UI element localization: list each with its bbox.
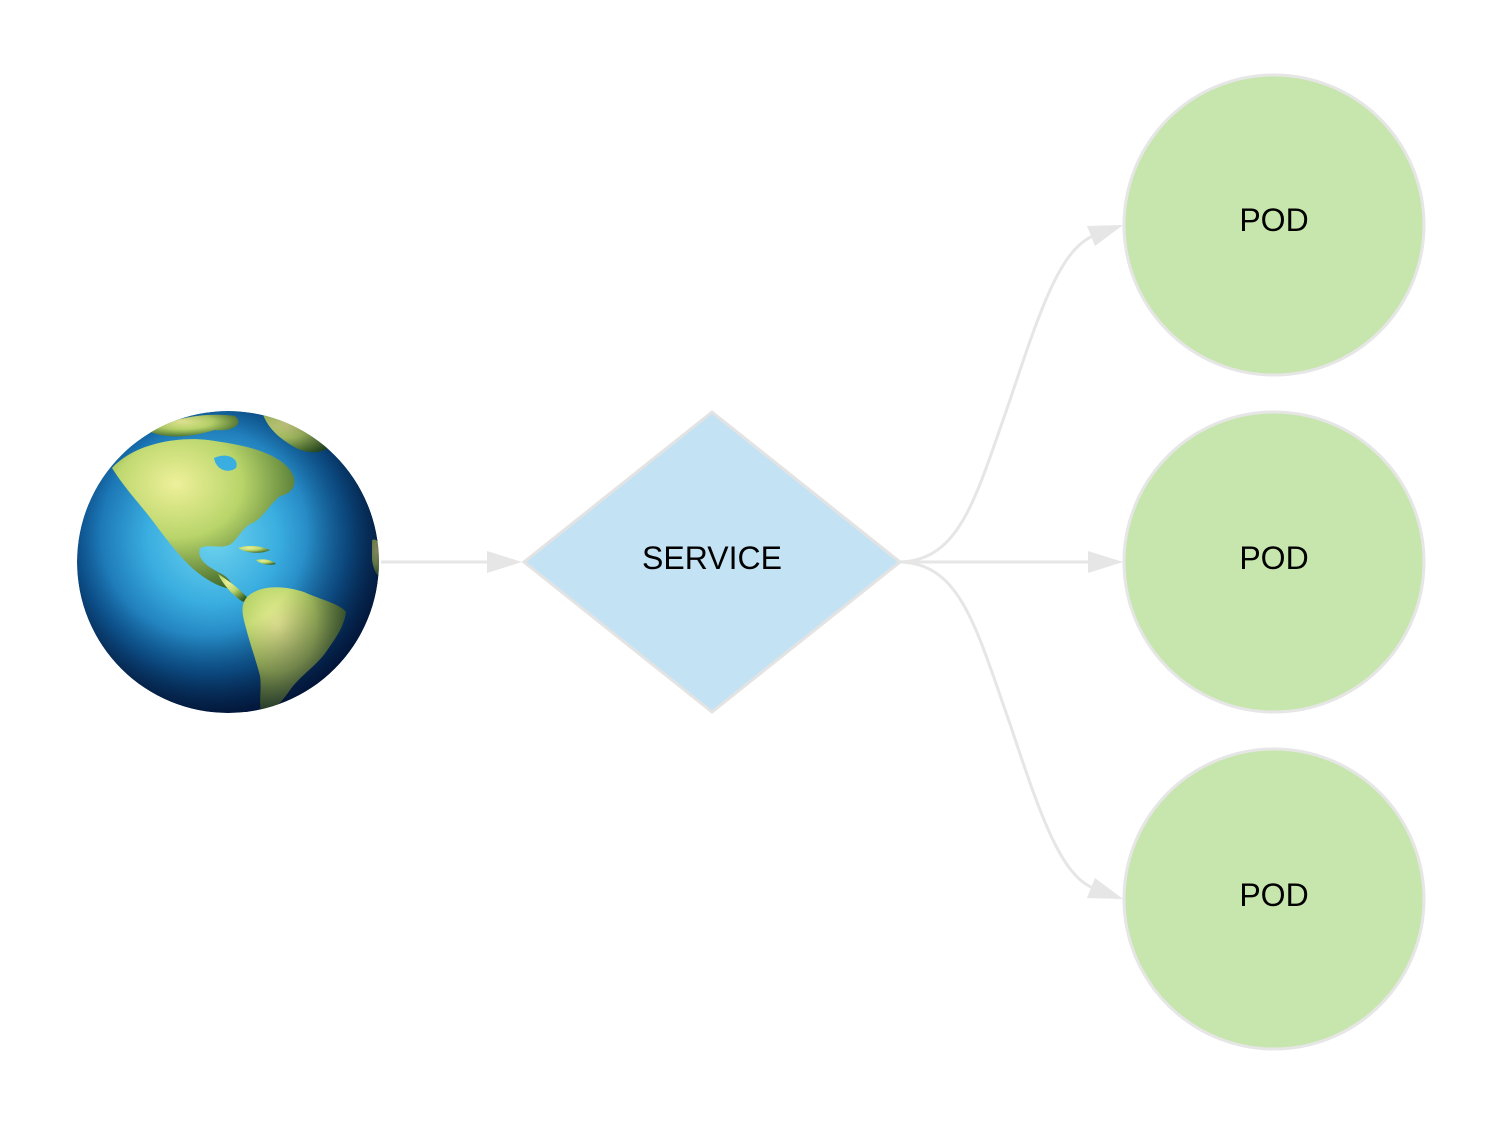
edge-service-to-pod-1 [899, 225, 1123, 564]
arrowhead-icon [487, 551, 522, 573]
pod-node-1[interactable]: POD [1122, 73, 1426, 377]
service-label: SERVICE [642, 540, 782, 576]
pod-circle [1122, 747, 1426, 1051]
edge-service-to-pod-2 [900, 551, 1123, 573]
pod-label: POD [1239, 540, 1308, 576]
pod-circle [1122, 73, 1426, 377]
service-node[interactable]: SERVICE [521, 410, 903, 714]
pod-node-2[interactable]: POD [1122, 410, 1426, 714]
edge-internet-to-service [381, 551, 522, 573]
arrowhead-icon [1088, 551, 1123, 573]
arrowhead-icon [1087, 878, 1123, 899]
pod-circle [1122, 410, 1426, 714]
pod-label: POD [1239, 877, 1308, 913]
edge-service-to-pod-3 [899, 560, 1123, 899]
service-diamond [521, 410, 903, 714]
pod-label: POD [1239, 202, 1308, 238]
pod-node-3[interactable]: POD [1122, 747, 1426, 1051]
globe-americas-icon [77, 411, 379, 713]
internet-node [77, 411, 379, 713]
arrowhead-icon [1087, 225, 1123, 246]
